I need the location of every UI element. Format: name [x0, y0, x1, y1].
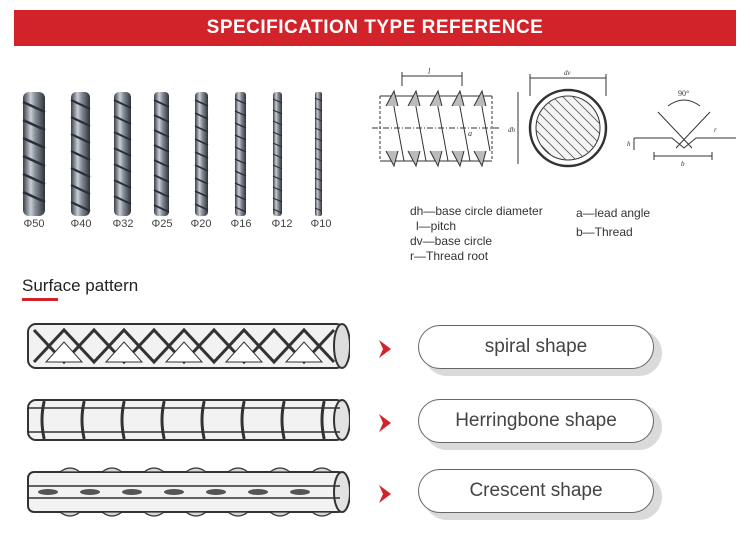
crescent-pattern-illustration	[27, 467, 350, 517]
bar-label-phi20: Φ20	[190, 218, 212, 230]
thread-technical-drawing: l a dv dh 90° r b h	[372, 67, 736, 168]
label-angle: 90°	[678, 89, 689, 98]
rebar-phi16	[234, 92, 247, 216]
bar-label-phi10: Φ10	[310, 218, 332, 230]
legend-item-b: b—Thread	[576, 225, 633, 239]
thread-side-view	[372, 72, 500, 168]
label-dh: dh	[508, 126, 516, 134]
label-a: a	[468, 129, 472, 138]
legend-item-dh: dh—base circle diameter	[410, 204, 543, 218]
spiral-shape-label: spiral shape	[418, 325, 654, 369]
bar-label-phi50: Φ50	[23, 218, 45, 230]
legend-item-r: r—Thread root	[410, 249, 489, 263]
crescent-shape-label: Crescent shape	[418, 469, 654, 513]
label-dv: dv	[564, 69, 572, 77]
rebar-phi50	[22, 92, 46, 216]
label-b: b	[681, 160, 685, 168]
section-underline	[22, 298, 58, 301]
bar-label-phi40: Φ40	[70, 218, 92, 230]
label-l: l	[428, 67, 431, 76]
bar-label-phi12: Φ12	[271, 218, 293, 230]
legend-item-l: l—pitch	[416, 219, 457, 233]
rebar-phi20	[194, 92, 209, 216]
rebar-sizes-illustration	[22, 92, 323, 216]
thread-profile-view	[633, 99, 736, 160]
label-h: h	[627, 140, 631, 148]
chevron-right-icon	[379, 340, 391, 358]
legend-right: a—lead angle b—Thread	[576, 204, 650, 242]
herringbone-shape-label: Herringbone shape	[418, 399, 654, 443]
chevron-right-icon	[379, 485, 391, 503]
rebar-phi40	[70, 92, 91, 216]
bar-label-phi32: Φ32	[112, 218, 134, 230]
legend-item-dv: dv—base circle	[410, 234, 493, 248]
herringbone-pattern-illustration	[27, 399, 350, 441]
bar-label-phi16: Φ16	[230, 218, 252, 230]
rebar-phi10	[314, 92, 323, 216]
section-title: Surface pattern	[22, 276, 139, 295]
banner-title: SPECIFICATION TYPE REFERENCE	[206, 17, 544, 38]
rebar-phi12	[272, 92, 283, 216]
legend-left: dh—base circle diameter l—pitch dv—base …	[410, 204, 543, 264]
rebar-phi32	[113, 92, 132, 216]
spiral-pattern-illustration	[27, 323, 350, 369]
title-banner: SPECIFICATION TYPE REFERENCE	[14, 10, 736, 46]
chevron-right-icon	[379, 414, 391, 432]
bar-label-phi25: Φ25	[151, 218, 173, 230]
label-r: r	[714, 126, 717, 134]
legend-item-a: a—lead angle	[576, 206, 651, 220]
thread-cross-section	[517, 74, 608, 168]
rebar-phi25	[153, 92, 170, 216]
